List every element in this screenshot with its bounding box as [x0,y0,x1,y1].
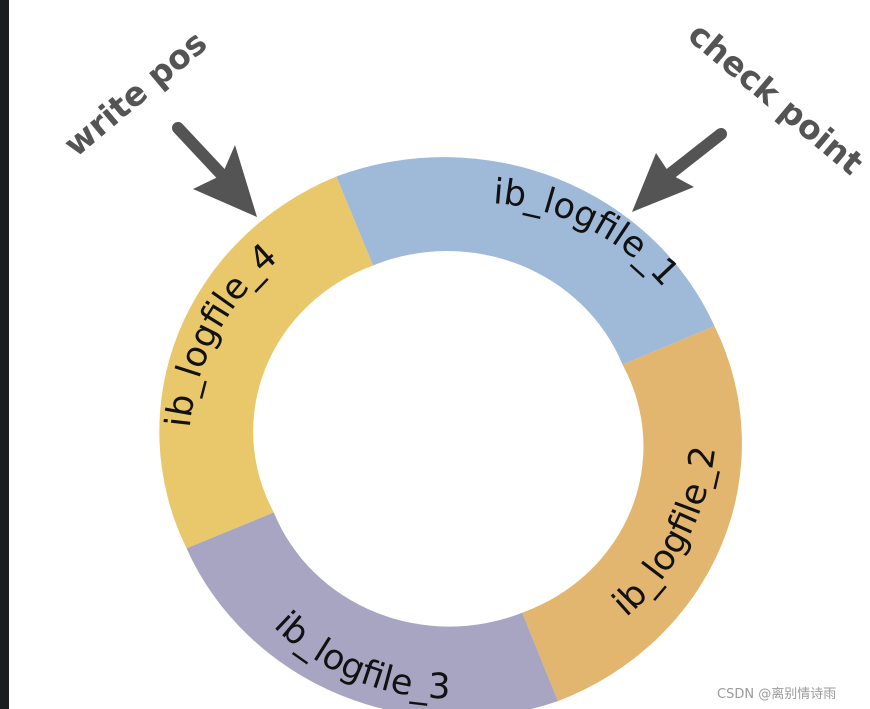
segment-ib-logfile-3 [186,512,558,709]
ring [159,157,742,709]
checkpoint-arrow-icon [632,128,727,212]
checkpoint-label: check point [681,14,870,182]
segment-ib-logfile-1 [336,157,715,365]
segment-ib-logfile-2 [522,326,742,702]
left-edge-bar [0,0,9,709]
segment-ib-logfile-4 [159,176,373,549]
watermark: CSDN @离别情诗雨 [717,687,837,702]
write-pos-arrow-icon [172,122,257,217]
